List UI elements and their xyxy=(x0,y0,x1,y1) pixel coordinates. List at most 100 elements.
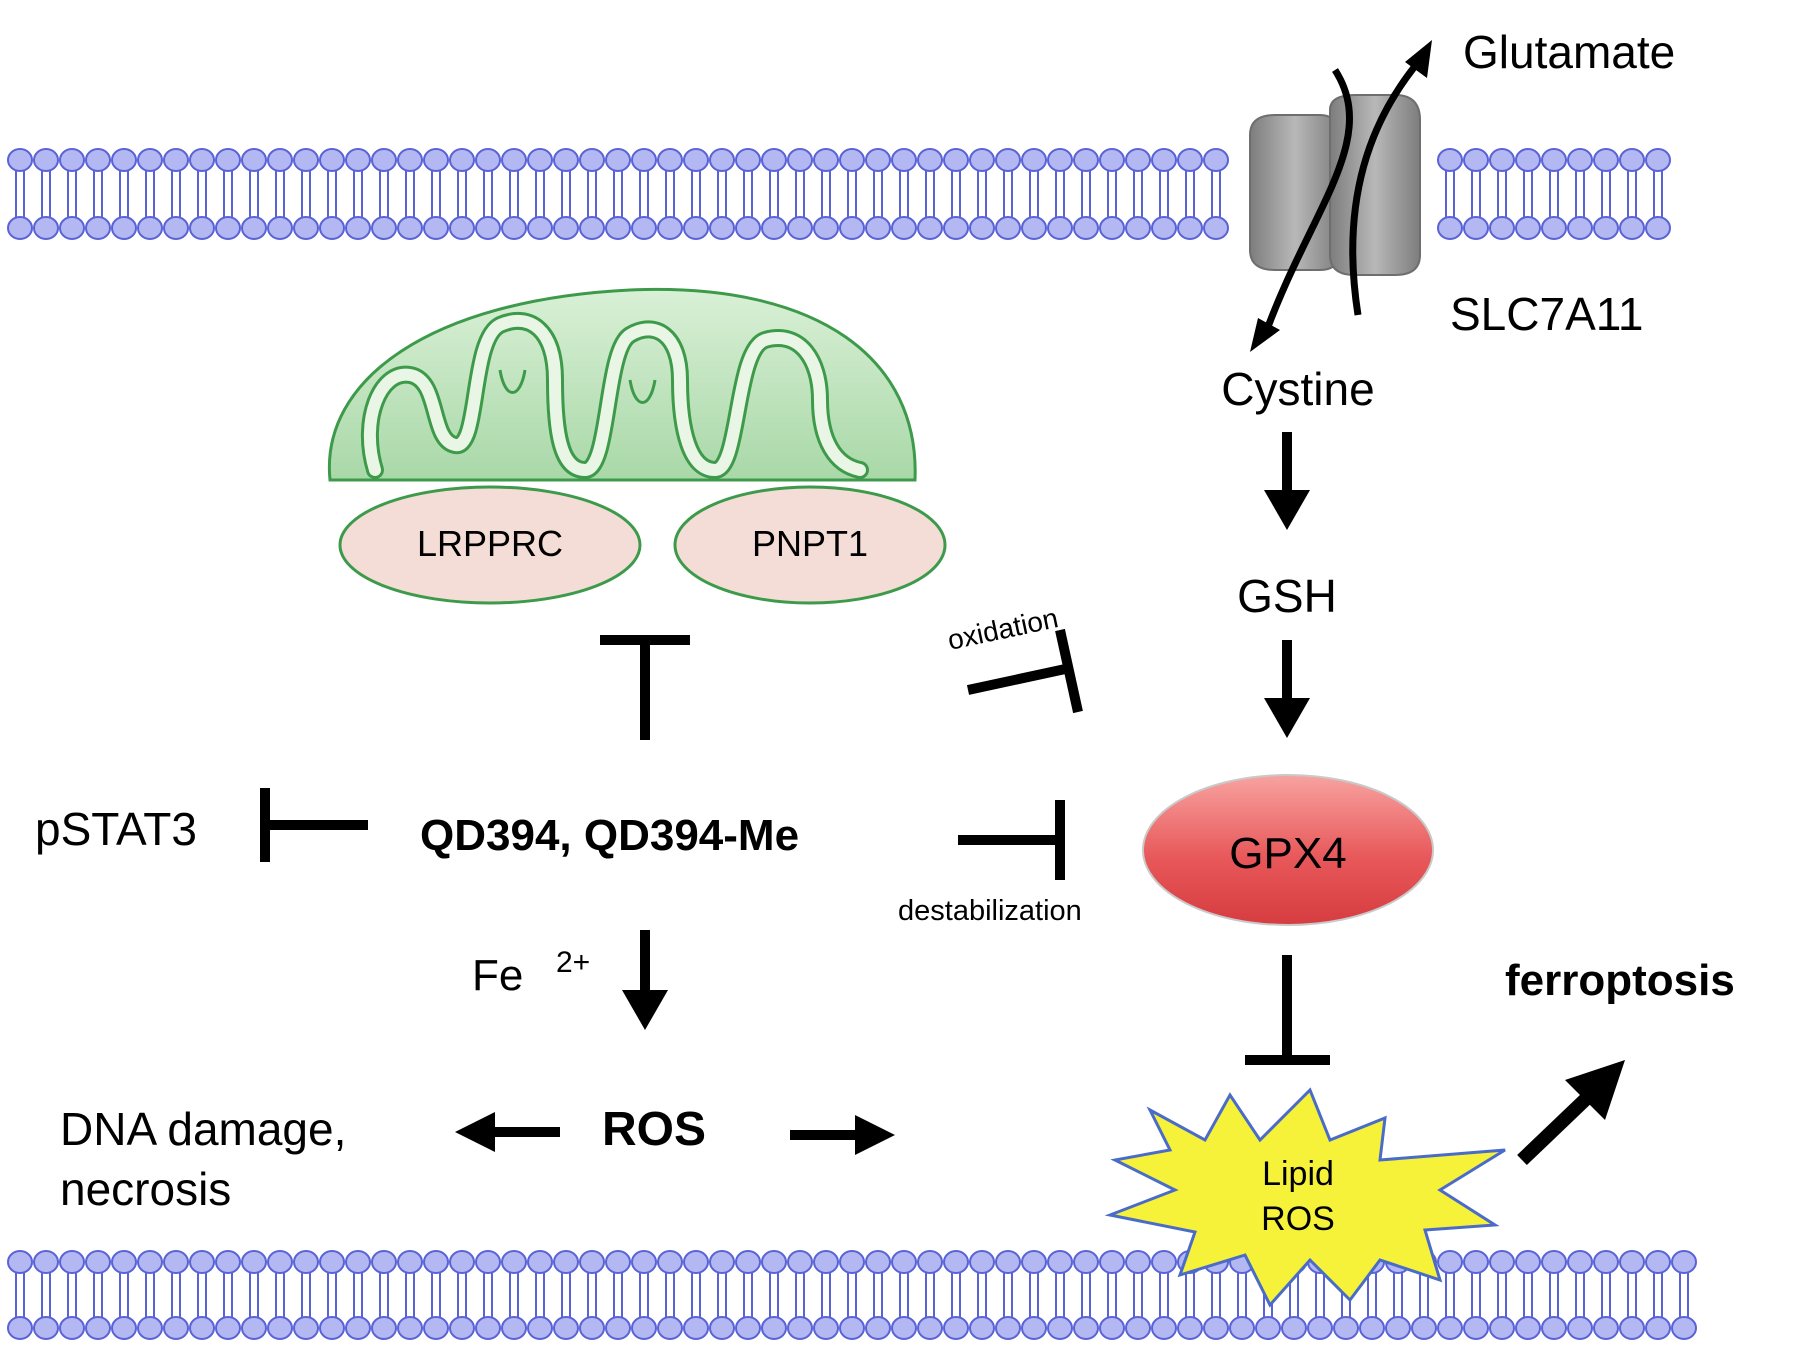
lipid-head-icon xyxy=(553,148,579,172)
lipid-head-icon xyxy=(475,216,501,240)
lipid-head-icon xyxy=(1645,148,1671,172)
lipid-head-icon xyxy=(1593,1316,1619,1340)
lipid-head-icon xyxy=(969,148,995,172)
pstat3-label: pSTAT3 xyxy=(35,803,197,855)
gsh-to-gpx4-arrow xyxy=(1264,640,1310,738)
lipid-head-icon xyxy=(1151,1316,1177,1340)
lipid-head-icon xyxy=(1489,148,1515,172)
lipid-head-icon xyxy=(137,1316,163,1340)
lrpprc-oval: LRPPRC xyxy=(338,485,642,605)
lipid-head-icon xyxy=(1645,1316,1671,1340)
lipid-head-icon xyxy=(475,1250,501,1274)
lipid-head-icon xyxy=(1099,1316,1125,1340)
lipid-head-icon xyxy=(1073,1316,1099,1340)
lipid-head-icon xyxy=(657,148,683,172)
lipid-head-icon xyxy=(917,216,943,240)
lipid-head-icon xyxy=(397,216,423,240)
lipid-head-icon xyxy=(1177,216,1203,240)
plasma-membrane-top xyxy=(7,148,1671,240)
lipid-head-icon xyxy=(761,1250,787,1274)
lipid-head-icon xyxy=(683,148,709,172)
lipid-head-icon xyxy=(397,1250,423,1274)
dna-damage-label: DNA damage, xyxy=(60,1103,346,1155)
mitochondrion-icon xyxy=(327,287,917,482)
lipid-head-icon xyxy=(1021,1316,1047,1340)
lipid-head-icon xyxy=(1021,1250,1047,1274)
lipid-head-icon xyxy=(371,1316,397,1340)
lipid-head-icon xyxy=(787,1250,813,1274)
lipid-head-icon xyxy=(137,216,163,240)
lipid-head-icon xyxy=(813,1316,839,1340)
lipid-head-icon xyxy=(605,148,631,172)
lipid-head-icon xyxy=(189,1250,215,1274)
lipid-head-icon xyxy=(1151,148,1177,172)
lipid-head-icon xyxy=(787,1316,813,1340)
lipid-head-icon xyxy=(137,1250,163,1274)
fe-to-ros-arrow xyxy=(622,930,668,1030)
lipid-head-icon xyxy=(319,1250,345,1274)
lipid-head-icon xyxy=(1515,1250,1541,1274)
lipid-head-icon xyxy=(1437,148,1463,172)
lipid-head-icon xyxy=(787,148,813,172)
lipid-head-icon xyxy=(1125,148,1151,172)
lipid-head-icon xyxy=(163,148,189,172)
lipid-head-icon xyxy=(111,148,137,172)
lipid-head-icon xyxy=(865,1250,891,1274)
lipid-head-icon xyxy=(553,1250,579,1274)
lipid-head-icon xyxy=(527,216,553,240)
lipid-head-icon xyxy=(631,216,657,240)
lipid-head-icon xyxy=(85,148,111,172)
lipid-head-icon xyxy=(969,1316,995,1340)
lipid-head-icon xyxy=(1541,216,1567,240)
lipid-head-icon xyxy=(371,148,397,172)
lipid-head-icon xyxy=(1645,1250,1671,1274)
lipid-head-icon xyxy=(1307,1316,1333,1340)
lipid-head-icon xyxy=(1099,1250,1125,1274)
lipid-head-icon xyxy=(1047,1316,1073,1340)
lipid-head-icon xyxy=(1073,148,1099,172)
lipid-head-icon xyxy=(1047,216,1073,240)
lipid-head-icon xyxy=(189,216,215,240)
pnpt1-oval: PNPT1 xyxy=(673,485,947,605)
lipid-head-icon xyxy=(7,1250,33,1274)
cystine-to-gsh-arrow xyxy=(1264,432,1310,530)
lipid-head-icon xyxy=(969,1250,995,1274)
lipid-head-icon xyxy=(189,148,215,172)
lipid-head-icon xyxy=(371,1250,397,1274)
lipid-head-icon xyxy=(215,148,241,172)
lipid-head-icon xyxy=(995,216,1021,240)
lipid-head-icon xyxy=(33,1316,59,1340)
lipid-head-icon xyxy=(111,216,137,240)
slc7a11-label: SLC7A11 xyxy=(1450,288,1644,340)
drug-label: QD394, QD394-Me xyxy=(420,811,799,860)
lipid-head-icon xyxy=(891,1250,917,1274)
lipid-head-icon xyxy=(1385,1316,1411,1340)
lipid-head-icon xyxy=(345,1316,371,1340)
lipid-head-icon xyxy=(735,1250,761,1274)
lipid-head-icon xyxy=(1515,1316,1541,1340)
lipid-head-icon xyxy=(943,148,969,172)
lipid-head-icon xyxy=(397,1316,423,1340)
cystine-in-arrowhead xyxy=(1250,318,1280,352)
lipid-head-icon xyxy=(293,1316,319,1340)
lipid-head-icon xyxy=(709,148,735,172)
lipid-head-icon xyxy=(7,216,33,240)
lipid-head-icon xyxy=(7,1316,33,1340)
lipid-head-icon xyxy=(345,148,371,172)
lipid-head-icon xyxy=(345,1250,371,1274)
lipid-head-icon xyxy=(33,1250,59,1274)
lipid-head-icon xyxy=(293,148,319,172)
lipid-head-icon xyxy=(943,1250,969,1274)
lipid-head-icon xyxy=(813,216,839,240)
lipid-head-icon xyxy=(449,148,475,172)
lipid-head-icon xyxy=(1125,216,1151,240)
lipid-head-icon xyxy=(293,216,319,240)
lipid-head-icon xyxy=(579,1250,605,1274)
gpx4-inhibit-symbol xyxy=(1245,955,1330,1065)
lipid-head-icon xyxy=(423,148,449,172)
lipid-head-icon xyxy=(397,148,423,172)
lipid-ros-label: ROS xyxy=(1261,1200,1335,1238)
lipid-head-icon xyxy=(839,148,865,172)
lipid-head-icon xyxy=(111,1316,137,1340)
